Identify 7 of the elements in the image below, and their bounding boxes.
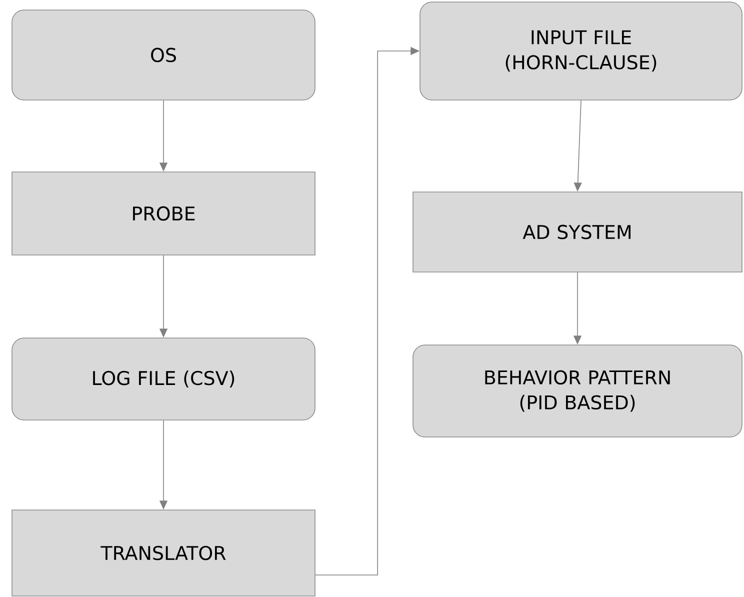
rounded-box: OS <box>12 10 316 100</box>
process-box: PROBE <box>12 172 316 256</box>
rounded-box: INPUT FILE (HORN-CLAUSE) <box>420 2 742 100</box>
process-box: TRANSLATOR <box>12 510 316 596</box>
process-box: AD SYSTEM <box>412 192 742 272</box>
rounded-box: LOG FILE (CSV) <box>12 338 316 420</box>
rounded-box: BEHAVIOR PATTERN (PID BASED) <box>412 344 742 438</box>
